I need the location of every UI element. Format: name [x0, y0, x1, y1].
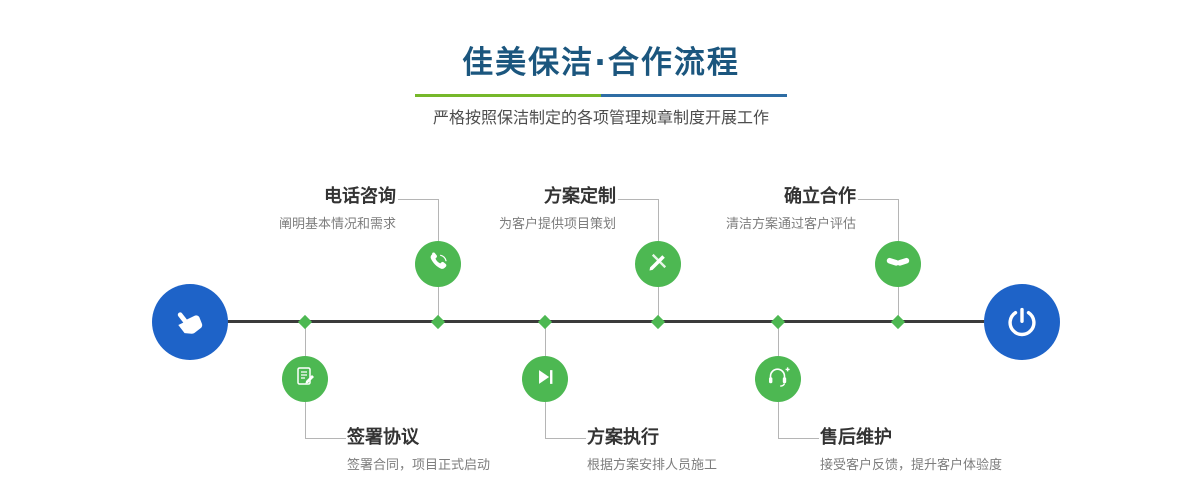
step-title: 方案执行: [587, 427, 659, 448]
label-connector: [545, 402, 586, 439]
page-title: 佳美保洁·合作流程: [462, 45, 740, 81]
node-connector: [438, 287, 439, 321]
label-connector: [618, 199, 659, 242]
design-icon-circle: [635, 241, 681, 287]
step-title: 签署协议: [347, 427, 419, 448]
power-icon: [1005, 305, 1039, 339]
contract-icon: [293, 365, 317, 393]
node-connector: [658, 287, 659, 321]
customer-service-icon: [766, 365, 790, 393]
step-desc: 阐明基本情况和需求: [278, 217, 396, 232]
node-connector: [545, 322, 546, 356]
timeline-marker: [650, 314, 666, 330]
handshake-icon-circle: [875, 241, 921, 287]
timeline-marker: [430, 314, 446, 330]
timeline-line: [190, 320, 1022, 323]
phone-icon: [426, 250, 450, 278]
step-desc: 接受客户反馈，提升客户体验度: [820, 458, 1003, 473]
execute-icon-circle: [522, 356, 568, 402]
timeline-marker: [297, 314, 313, 330]
step-title: 方案定制: [544, 186, 616, 207]
contract-icon-circle: [282, 356, 328, 402]
label-connector: [858, 199, 899, 242]
step-title: 确立合作: [784, 186, 856, 207]
node-connector: [305, 322, 306, 356]
underline-green-segment: [415, 94, 601, 97]
label-connector: [305, 402, 346, 439]
node-connector: [778, 322, 779, 356]
start-node: [152, 284, 228, 360]
play-icon: [534, 366, 556, 392]
step-desc: 签署合同，项目正式启动: [347, 458, 491, 473]
timeline-marker: [537, 314, 553, 330]
step-title: 售后维护: [820, 427, 892, 448]
timeline-marker: [770, 314, 786, 330]
label-connector: [778, 402, 819, 439]
end-node: [984, 284, 1060, 360]
underline-blue-segment: [601, 94, 787, 97]
page-subtitle: 严格按照保洁制定的各项管理规章制度开展工作: [432, 108, 769, 127]
service-icon-circle: [755, 356, 801, 402]
step-title: 电话咨询: [324, 186, 396, 207]
title-underline: [415, 94, 787, 97]
handshake-icon: [885, 249, 911, 279]
step-desc: 为客户提供项目策划: [498, 217, 616, 232]
node-connector: [898, 287, 899, 321]
step-desc: 根据方案安排人员施工: [587, 458, 718, 473]
hand-pointer-icon: [165, 297, 216, 348]
timeline-marker: [890, 314, 906, 330]
phone-icon-circle: [415, 241, 461, 287]
pencil-ruler-icon: [646, 250, 670, 278]
step-desc: 清洁方案通过客户评估: [725, 217, 856, 232]
label-connector: [398, 199, 439, 242]
